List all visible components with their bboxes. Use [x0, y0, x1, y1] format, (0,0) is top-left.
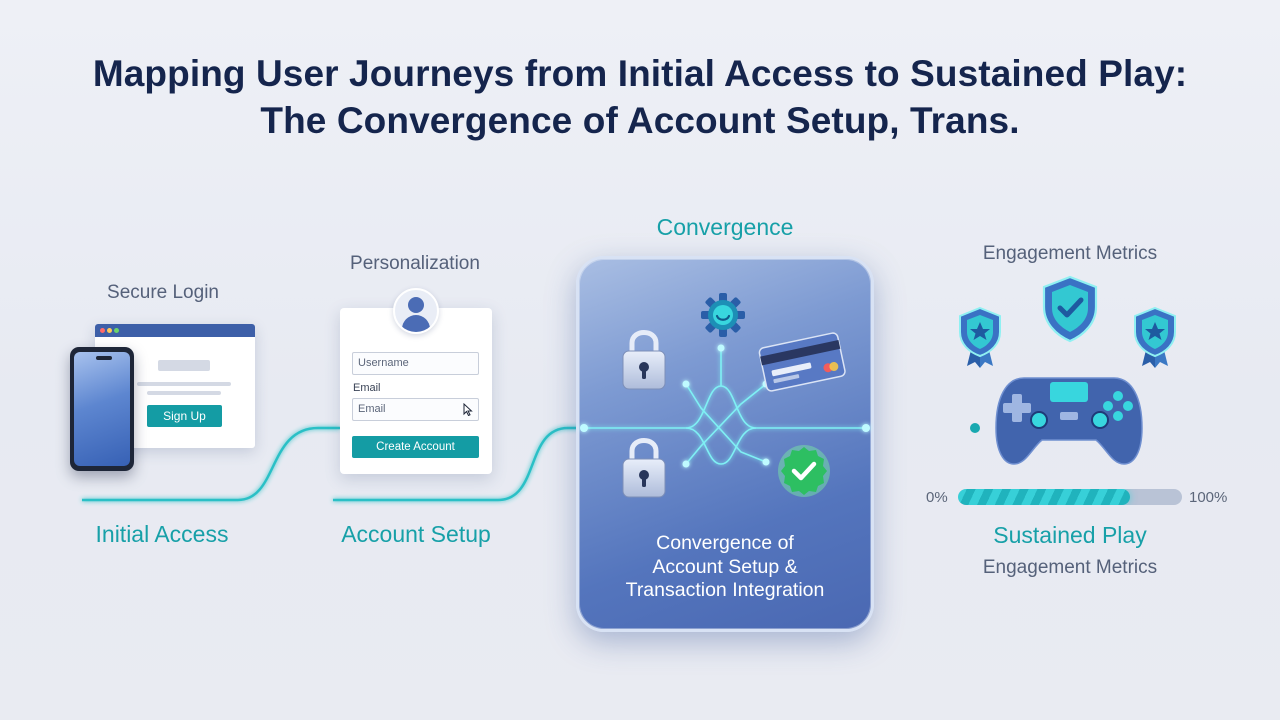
engagement-metrics-caption: Engagement Metrics [982, 243, 1158, 264]
gamepad-icon [995, 377, 1143, 465]
placeholder-line [137, 382, 231, 386]
engagement-progress-bar [958, 489, 1182, 505]
email-label: Email [353, 382, 381, 394]
convergence-line: Transaction Integration [625, 579, 825, 601]
progress-max-label: 100% [1189, 489, 1228, 506]
shield-badge-icon [1134, 306, 1176, 368]
convergence-line: Convergence of [656, 532, 794, 554]
smartphone-icon [70, 347, 134, 471]
lock-icon [622, 438, 666, 498]
window-close-dot [100, 328, 105, 333]
convergence-line: Account Setup & [652, 555, 798, 578]
cursor-icon [463, 403, 473, 416]
convergence-description: Convergence of Account Setup & Transacti… [600, 532, 850, 603]
initial-access-label: Initial Access [95, 521, 229, 547]
credit-card-icon [758, 332, 846, 392]
lock-icon [622, 330, 666, 390]
gear-icon [701, 293, 745, 337]
convergence-title: Convergence [656, 214, 794, 240]
window-maximize-dot [114, 328, 119, 333]
account-setup-label: Account Setup [341, 521, 491, 547]
user-avatar-icon [393, 288, 439, 334]
sign-up-button[interactable]: Sign Up [147, 405, 222, 427]
page-title: Mapping User Journeys from Initial Acces… [92, 53, 1188, 141]
secure-login-caption: Secure Login [107, 282, 219, 303]
shield-badge-icon [1042, 275, 1098, 343]
checkmark-icon [778, 445, 830, 497]
window-minimize-dot [107, 328, 112, 333]
email-field[interactable]: Email [352, 398, 479, 421]
progress-fill [958, 489, 1131, 505]
engagement-metrics-sublabel: Engagement Metrics [982, 557, 1158, 578]
browser-titlebar [95, 324, 255, 337]
personalization-caption: Personalization [350, 253, 480, 274]
placeholder-line [147, 391, 221, 395]
shield-badge-icon [959, 306, 1001, 368]
progress-min-label: 0% [926, 489, 948, 506]
placeholder-block [158, 360, 210, 371]
username-field[interactable]: Username [352, 352, 479, 375]
create-account-button[interactable]: Create Account [352, 436, 479, 458]
sustained-play-label: Sustained Play [993, 522, 1147, 548]
